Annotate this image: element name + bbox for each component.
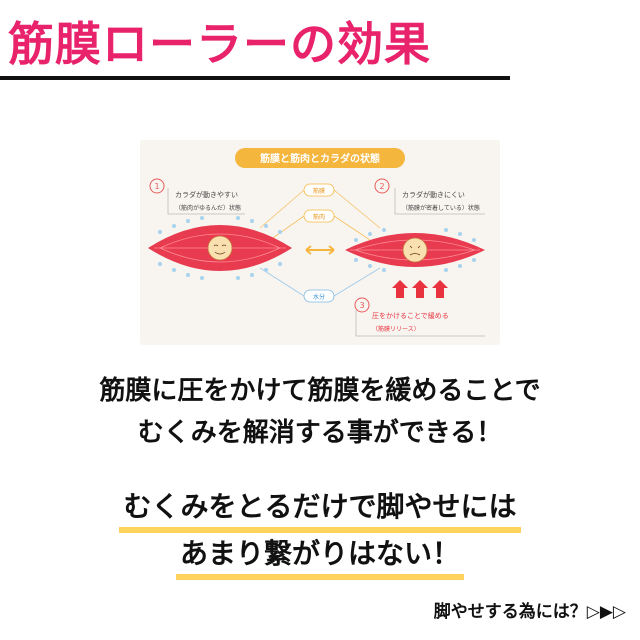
state1-line1: カラダが動きやすい [175,190,238,199]
state1-num: 1 [154,182,159,191]
body-text-line2: むくみを解消する事ができる！ [137,418,503,448]
state3-line2: （筋膜リリース） [372,325,420,333]
state3-badge [354,297,370,313]
state2-line1: カラダが動きにくい [402,190,465,199]
muscle-connector [269,215,371,241]
pressure-arrows-icon [392,280,448,298]
label-fascia: 筋膜 [313,187,325,195]
left-water-dots [158,216,282,280]
fascia-diagram-svg: 筋膜と筋肉とカラダの状態 1 カラダが動きやすい （筋肉がゆるんだ）状態 2 カ… [148,148,485,337]
water-connector [259,267,381,297]
double-arrow-icon [305,245,335,255]
state2-badge [374,178,390,194]
highlight-line2-text: あまり繋がりはない！ [175,532,464,580]
highlight-line1: むくみをとるだけで脚やせには [0,485,640,533]
right-water-dots [354,228,476,272]
state2-line2: （筋膜が密着している）状態 [402,204,480,212]
state2-bracket [394,188,485,215]
state1-bracket [167,188,245,215]
state2-num: 2 [379,182,384,191]
state1-line2: （筋肉がゆるんだ）状態 [175,204,241,212]
label-water: 水分 [313,293,325,301]
state3-num: 3 [359,301,364,310]
body-text-line1: 筋膜に圧をかけて筋膜を緩めることで [99,376,541,406]
state3-line1: 圧をかけることで緩める [372,311,449,320]
title-underline [0,76,510,80]
relaxed-muscle [148,225,292,271]
diagram-header: 筋膜と筋肉とカラダの状態 [259,152,380,165]
diagram-header-pill [235,148,405,168]
state3-bracket [355,310,485,337]
page-title: 筋膜ローラーの効果 [8,17,431,71]
tight-muscle [345,233,485,267]
label-muscle: 筋肉 [313,213,325,221]
highlight-line2: あまり繋がりはない！ [0,532,640,580]
state1-badge [149,178,165,194]
next-page-link[interactable]: 脚やせする為には？▷▶▷ [433,602,626,622]
fascia-diagram: 筋膜と筋肉とカラダの状態 1 カラダが動きやすい （筋肉がゆるんだ）状態 2 カ… [140,140,500,345]
fascia-connector [259,189,381,229]
highlight-line1-text: むくみをとるだけで脚やせには [119,485,521,533]
